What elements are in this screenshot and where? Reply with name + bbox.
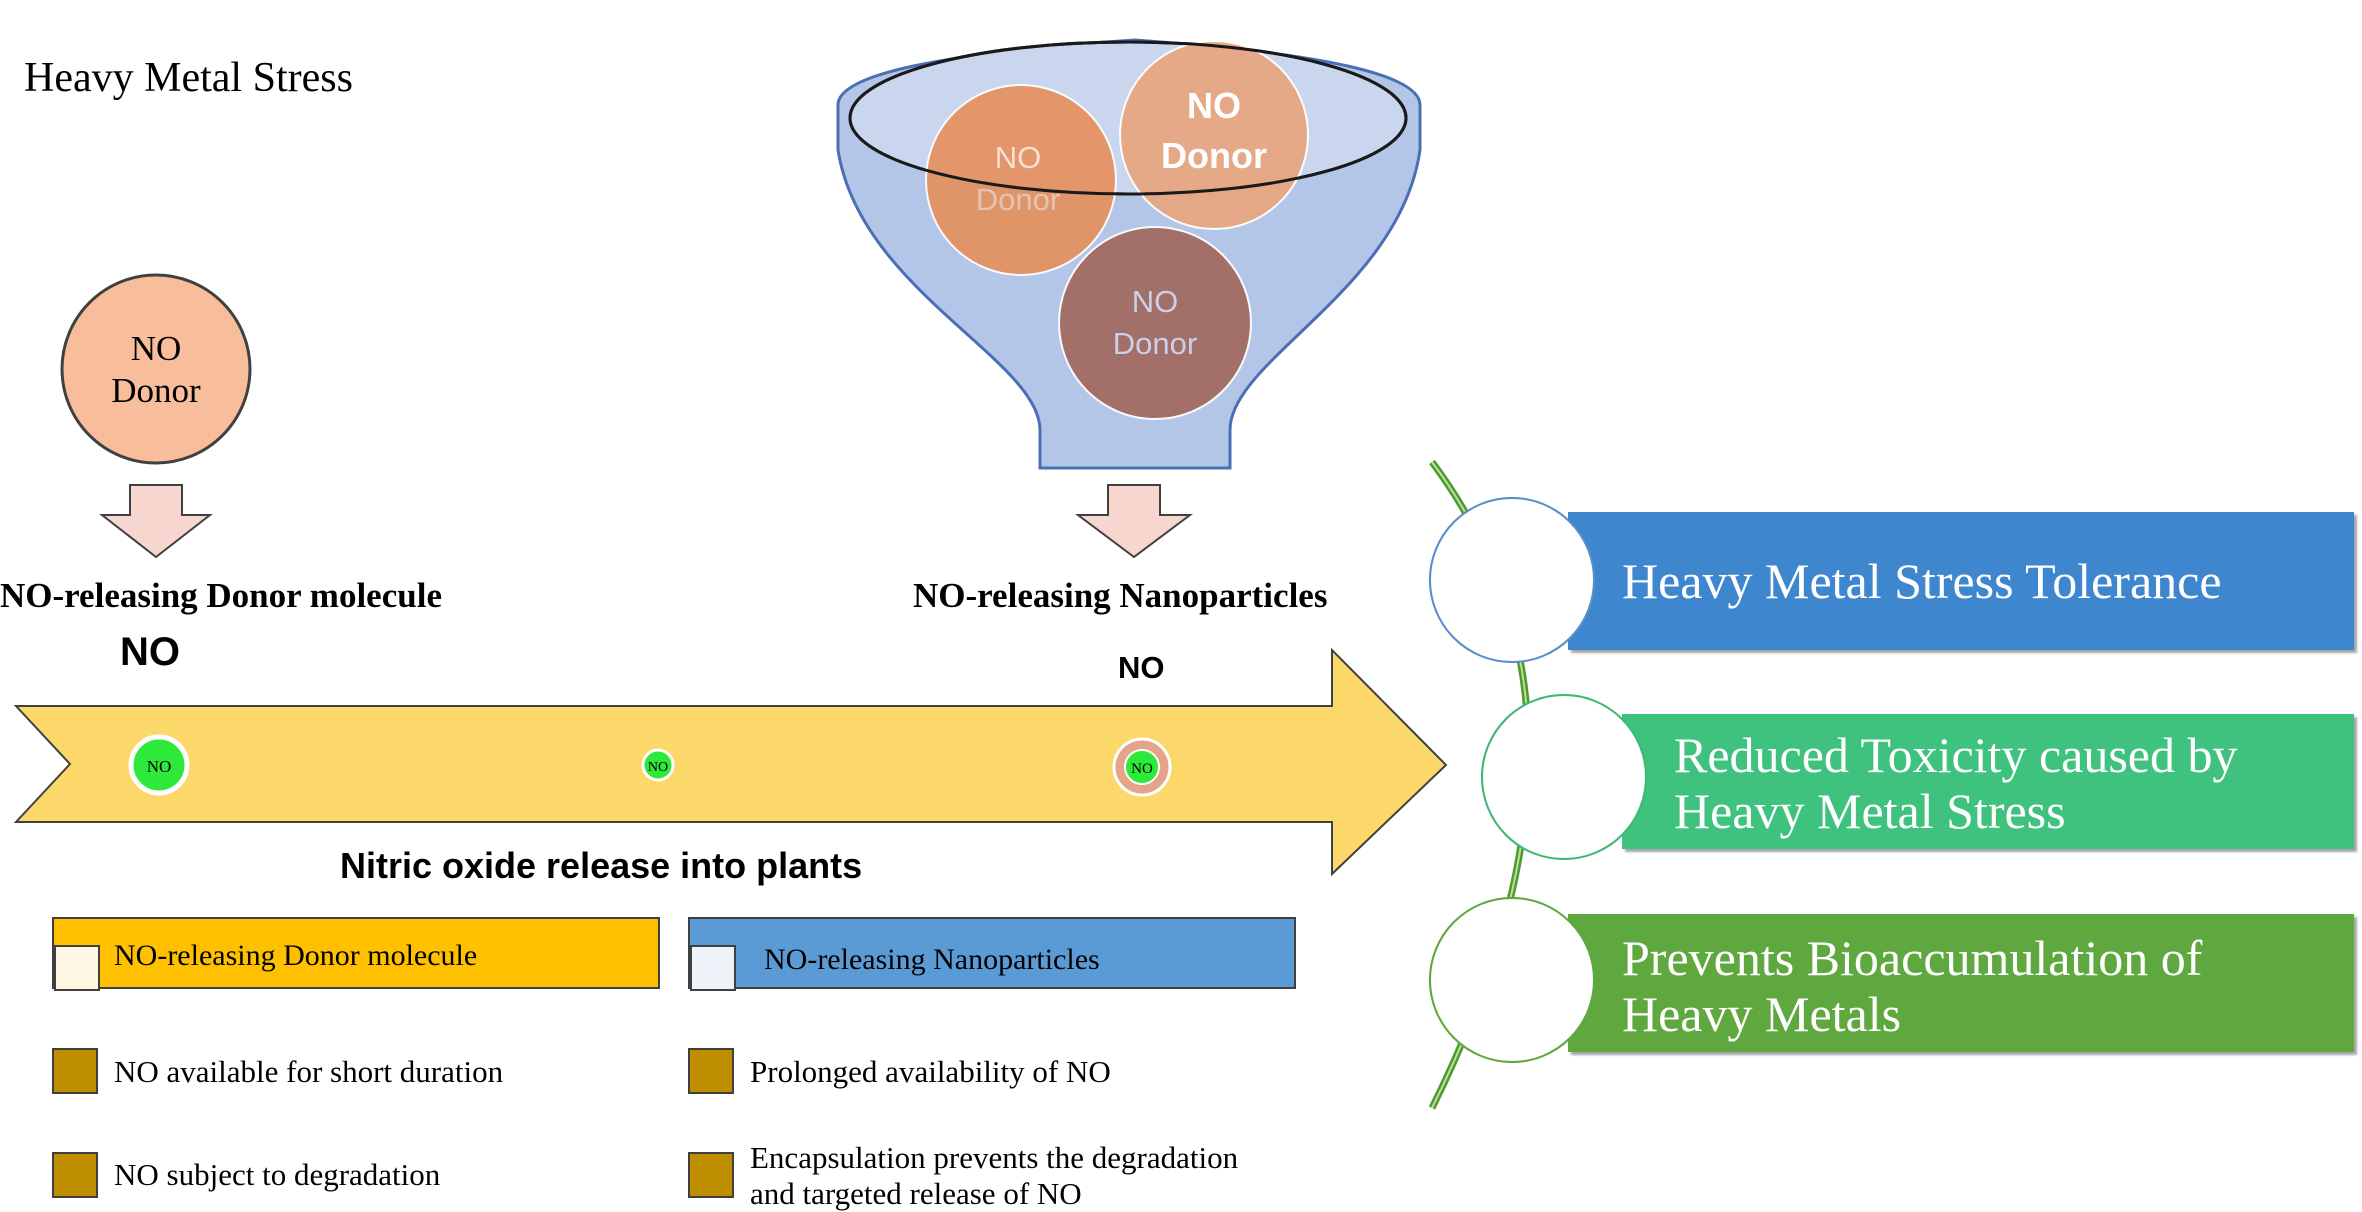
funnel-donor-circle-2 xyxy=(1119,40,1309,230)
legend-donor: NO-releasing Donor molecule xyxy=(52,917,660,991)
nano-caption: NO-releasing Nanoparticles xyxy=(913,576,1328,615)
bullet-nano-2-text: Encapsulation prevents the degradation a… xyxy=(750,1140,1238,1212)
funnel-circle-2-line2: Donor xyxy=(1161,135,1267,176)
outcome-2-line2: Heavy Metal Stress xyxy=(1674,783,2066,839)
outcome-text-bioaccumulation: Prevents Bioaccumulation of Heavy Metals xyxy=(1622,930,2202,1042)
legend-nano-label: NO-releasing Nanoparticles xyxy=(764,943,1100,976)
bullet-nano-1-text: Prolonged availability of NO xyxy=(750,1054,1111,1089)
legend-donor-swatch xyxy=(54,945,100,991)
legend-donor-label: NO-releasing Donor molecule xyxy=(114,939,478,972)
funnel-circle-3-line1: NO xyxy=(1132,284,1179,319)
donor-circle xyxy=(60,273,252,465)
bullet-nano-1 xyxy=(688,1048,734,1094)
no-dot-middle-label: NO xyxy=(648,760,668,775)
funnel-circle-1-line2: Donor xyxy=(976,182,1060,217)
funnel-circle-1-line1: NO xyxy=(995,140,1042,175)
outcome-text-tolerance: Heavy Metal Stress Tolerance xyxy=(1622,553,2222,609)
legend-nano-swatch xyxy=(690,945,736,991)
outcome-3-line1: Prevents Bioaccumulation of xyxy=(1622,930,2203,986)
nano-down-arrow xyxy=(1075,484,1193,559)
donor-circle-line1: NO xyxy=(131,329,182,368)
donor-no-label: NO xyxy=(120,630,180,674)
outcome-text-toxicity: Reduced Toxicity caused by Heavy Metal S… xyxy=(1674,727,2237,839)
no-dot-donor xyxy=(128,734,190,796)
outcome-bar-toxicity xyxy=(1622,714,2354,849)
outcome-1-line1: Heavy Metal Stress Tolerance xyxy=(1622,553,2222,609)
bullet-nano-2-line2: and targeted release of NO xyxy=(750,1176,1082,1211)
funnel-circle-3-line2: Donor xyxy=(1113,326,1197,361)
funnel-donor-circle-1 xyxy=(925,84,1117,276)
funnel-circle-2-line1: NO xyxy=(1187,85,1241,126)
no-dot-nano xyxy=(1124,749,1160,785)
bullet-donor-1-text: NO available for short duration xyxy=(114,1054,504,1089)
outcome-3-line2: Heavy Metals xyxy=(1622,986,1902,1042)
donor-down-arrow xyxy=(99,484,213,559)
no-dot-nano-label: NO xyxy=(1131,761,1153,777)
donor-circle-line2: Donor xyxy=(111,371,201,410)
funnel-donor-circle-3 xyxy=(1058,226,1252,420)
funnel-rim-outline xyxy=(848,40,1408,196)
outcome-2-line1: Reduced Toxicity caused by xyxy=(1674,727,2238,783)
bullet-nano-2 xyxy=(688,1152,734,1198)
legend-nano: NO-releasing Nanoparticles xyxy=(688,917,1296,991)
bullet-donor-2-text: NO subject to degradation xyxy=(114,1157,441,1192)
release-arrow xyxy=(13,647,1448,877)
bullet-donor-1 xyxy=(52,1048,98,1094)
donor-caption: NO-releasing Donor molecule xyxy=(0,576,442,615)
no-dot-middle xyxy=(641,748,675,782)
nano-no-label: NO xyxy=(1118,650,1165,685)
bullet-donor-2 xyxy=(52,1152,98,1198)
diagram-title: Heavy Metal Stress xyxy=(24,55,353,101)
no-dot-donor-label: NO xyxy=(147,757,172,776)
bullet-nano-2-line1: Encapsulation prevents the degradation xyxy=(750,1140,1239,1175)
outcome-bar-tolerance xyxy=(1568,512,2354,650)
arrow-caption: Nitric oxide release into plants xyxy=(340,845,863,886)
outcome-bar-bioaccumulation xyxy=(1568,914,2354,1052)
